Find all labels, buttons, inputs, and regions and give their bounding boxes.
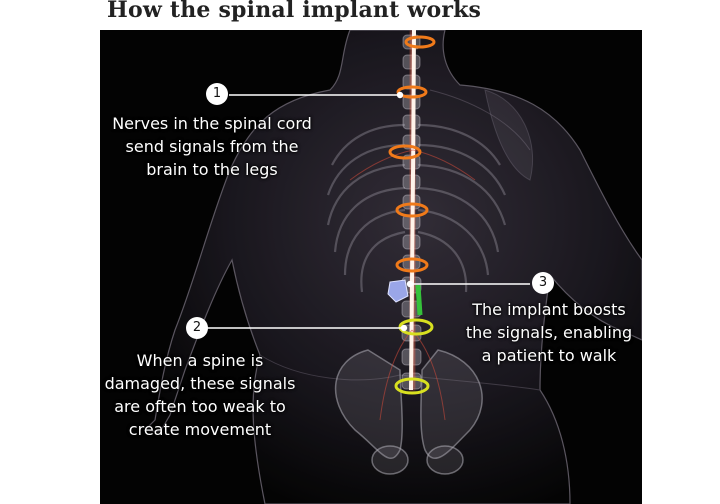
signal-ring	[404, 35, 436, 49]
annotation-marker-1: 1	[206, 83, 228, 105]
annotation-text-1: Nerves in the spinal cord send signals f…	[112, 114, 312, 179]
annotation-marker-3: 3	[532, 272, 554, 294]
page-margin	[642, 0, 720, 504]
signal-ring	[388, 144, 422, 160]
weak-signal-rings	[394, 318, 434, 395]
annotation-marker-2: 2	[186, 317, 208, 339]
leader-lines	[205, 91, 530, 332]
spinal-cord	[406, 30, 419, 391]
body-illustration	[143, 30, 642, 504]
signal-ring	[395, 202, 429, 218]
signal-ring	[396, 85, 428, 99]
weak-signal-ring	[394, 377, 430, 395]
weak-signal-ring	[398, 318, 434, 336]
signal-rings	[388, 35, 436, 273]
signal-ring	[395, 257, 429, 273]
page-title: How the spinal implant works	[107, 0, 482, 23]
rib-cage	[326, 123, 507, 293]
body-silhouette	[143, 30, 642, 504]
implant-device	[387, 279, 423, 316]
annotation-text-3: The implant boosts the signals, enabling…	[465, 300, 633, 365]
annotation-text-2: When a spine is damaged, these signals a…	[104, 351, 296, 439]
spinal-implant-illustration: 1 Nerves in the spinal cord send signals…	[100, 30, 642, 504]
